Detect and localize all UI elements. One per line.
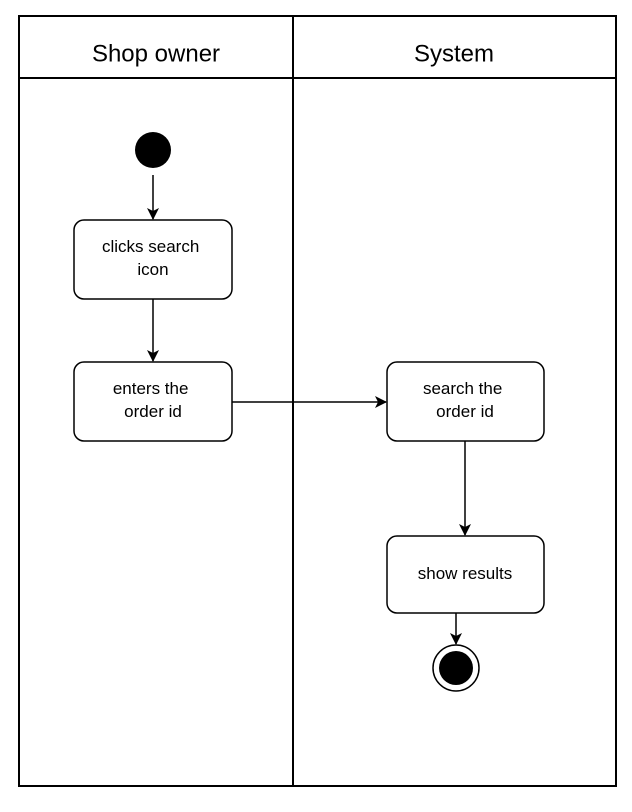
end-node-dot bbox=[439, 651, 473, 685]
activity-show-results: show results bbox=[386, 535, 545, 614]
flow-arrows bbox=[147, 175, 471, 645]
lane-title-system: System bbox=[414, 40, 494, 67]
end-node bbox=[432, 644, 480, 692]
activity-label-line: search the bbox=[423, 379, 502, 398]
activity-label: clicks search icon bbox=[102, 237, 204, 279]
start-node bbox=[135, 132, 171, 168]
activity-label: show results bbox=[418, 564, 512, 583]
activity-box bbox=[386, 361, 545, 442]
activity-label-line: enters the bbox=[113, 379, 189, 398]
activity-label: enters the order id bbox=[113, 379, 193, 421]
activity-box bbox=[73, 361, 233, 442]
activity-label-line: icon bbox=[137, 260, 168, 279]
activity-label: search the order id bbox=[423, 379, 507, 421]
lane-title-shop-owner: Shop owner bbox=[92, 40, 220, 67]
activity-label-line: order id bbox=[436, 402, 494, 421]
activity-box bbox=[73, 219, 233, 300]
activity-label-line: show results bbox=[418, 564, 512, 583]
activity-search-order-id: search the order id bbox=[386, 361, 545, 442]
swimlane-frame bbox=[18, 15, 617, 787]
activity-enters-order-id: enters the order id bbox=[73, 361, 233, 442]
swimlane-border bbox=[18, 15, 617, 787]
activity-clicks-search-icon: clicks search icon bbox=[73, 219, 233, 300]
activity-label-line: clicks search bbox=[102, 237, 199, 256]
activity-label-line: order id bbox=[124, 402, 182, 421]
activity-box bbox=[386, 535, 545, 614]
